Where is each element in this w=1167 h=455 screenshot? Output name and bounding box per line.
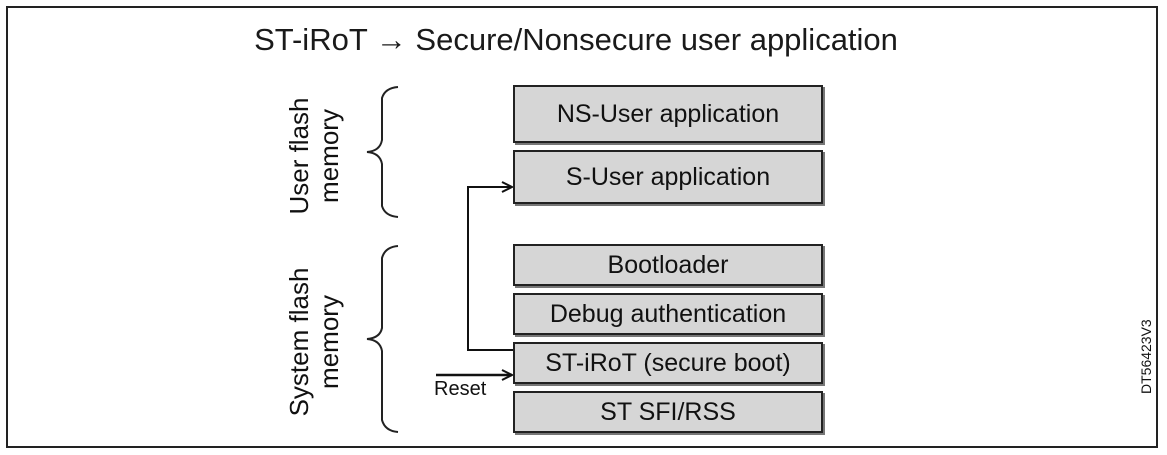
block-debug-authentication: Debug authentication <box>513 293 823 335</box>
block-st-irot-secure-boot: ST-iRoT (secure boot) <box>513 342 823 384</box>
diagram-title: ST-iRoT → Secure/Nonsecure user applicat… <box>254 22 898 57</box>
block-ns-user-application: NS-User application <box>513 85 823 143</box>
reset-label: Reset <box>434 378 487 400</box>
system-flash-brace <box>366 245 399 433</box>
secure-boot-to-user-app-arrow <box>467 187 513 351</box>
block-st-sfi-rss: ST SFI/RSS <box>513 391 823 433</box>
user-flash-brace <box>366 86 399 218</box>
document-id: DT56423V3 <box>1138 319 1154 394</box>
diagram-frame <box>6 6 1158 448</box>
block-s-user-application: S-User application <box>513 150 823 204</box>
block-bootloader: Bootloader <box>513 244 823 286</box>
